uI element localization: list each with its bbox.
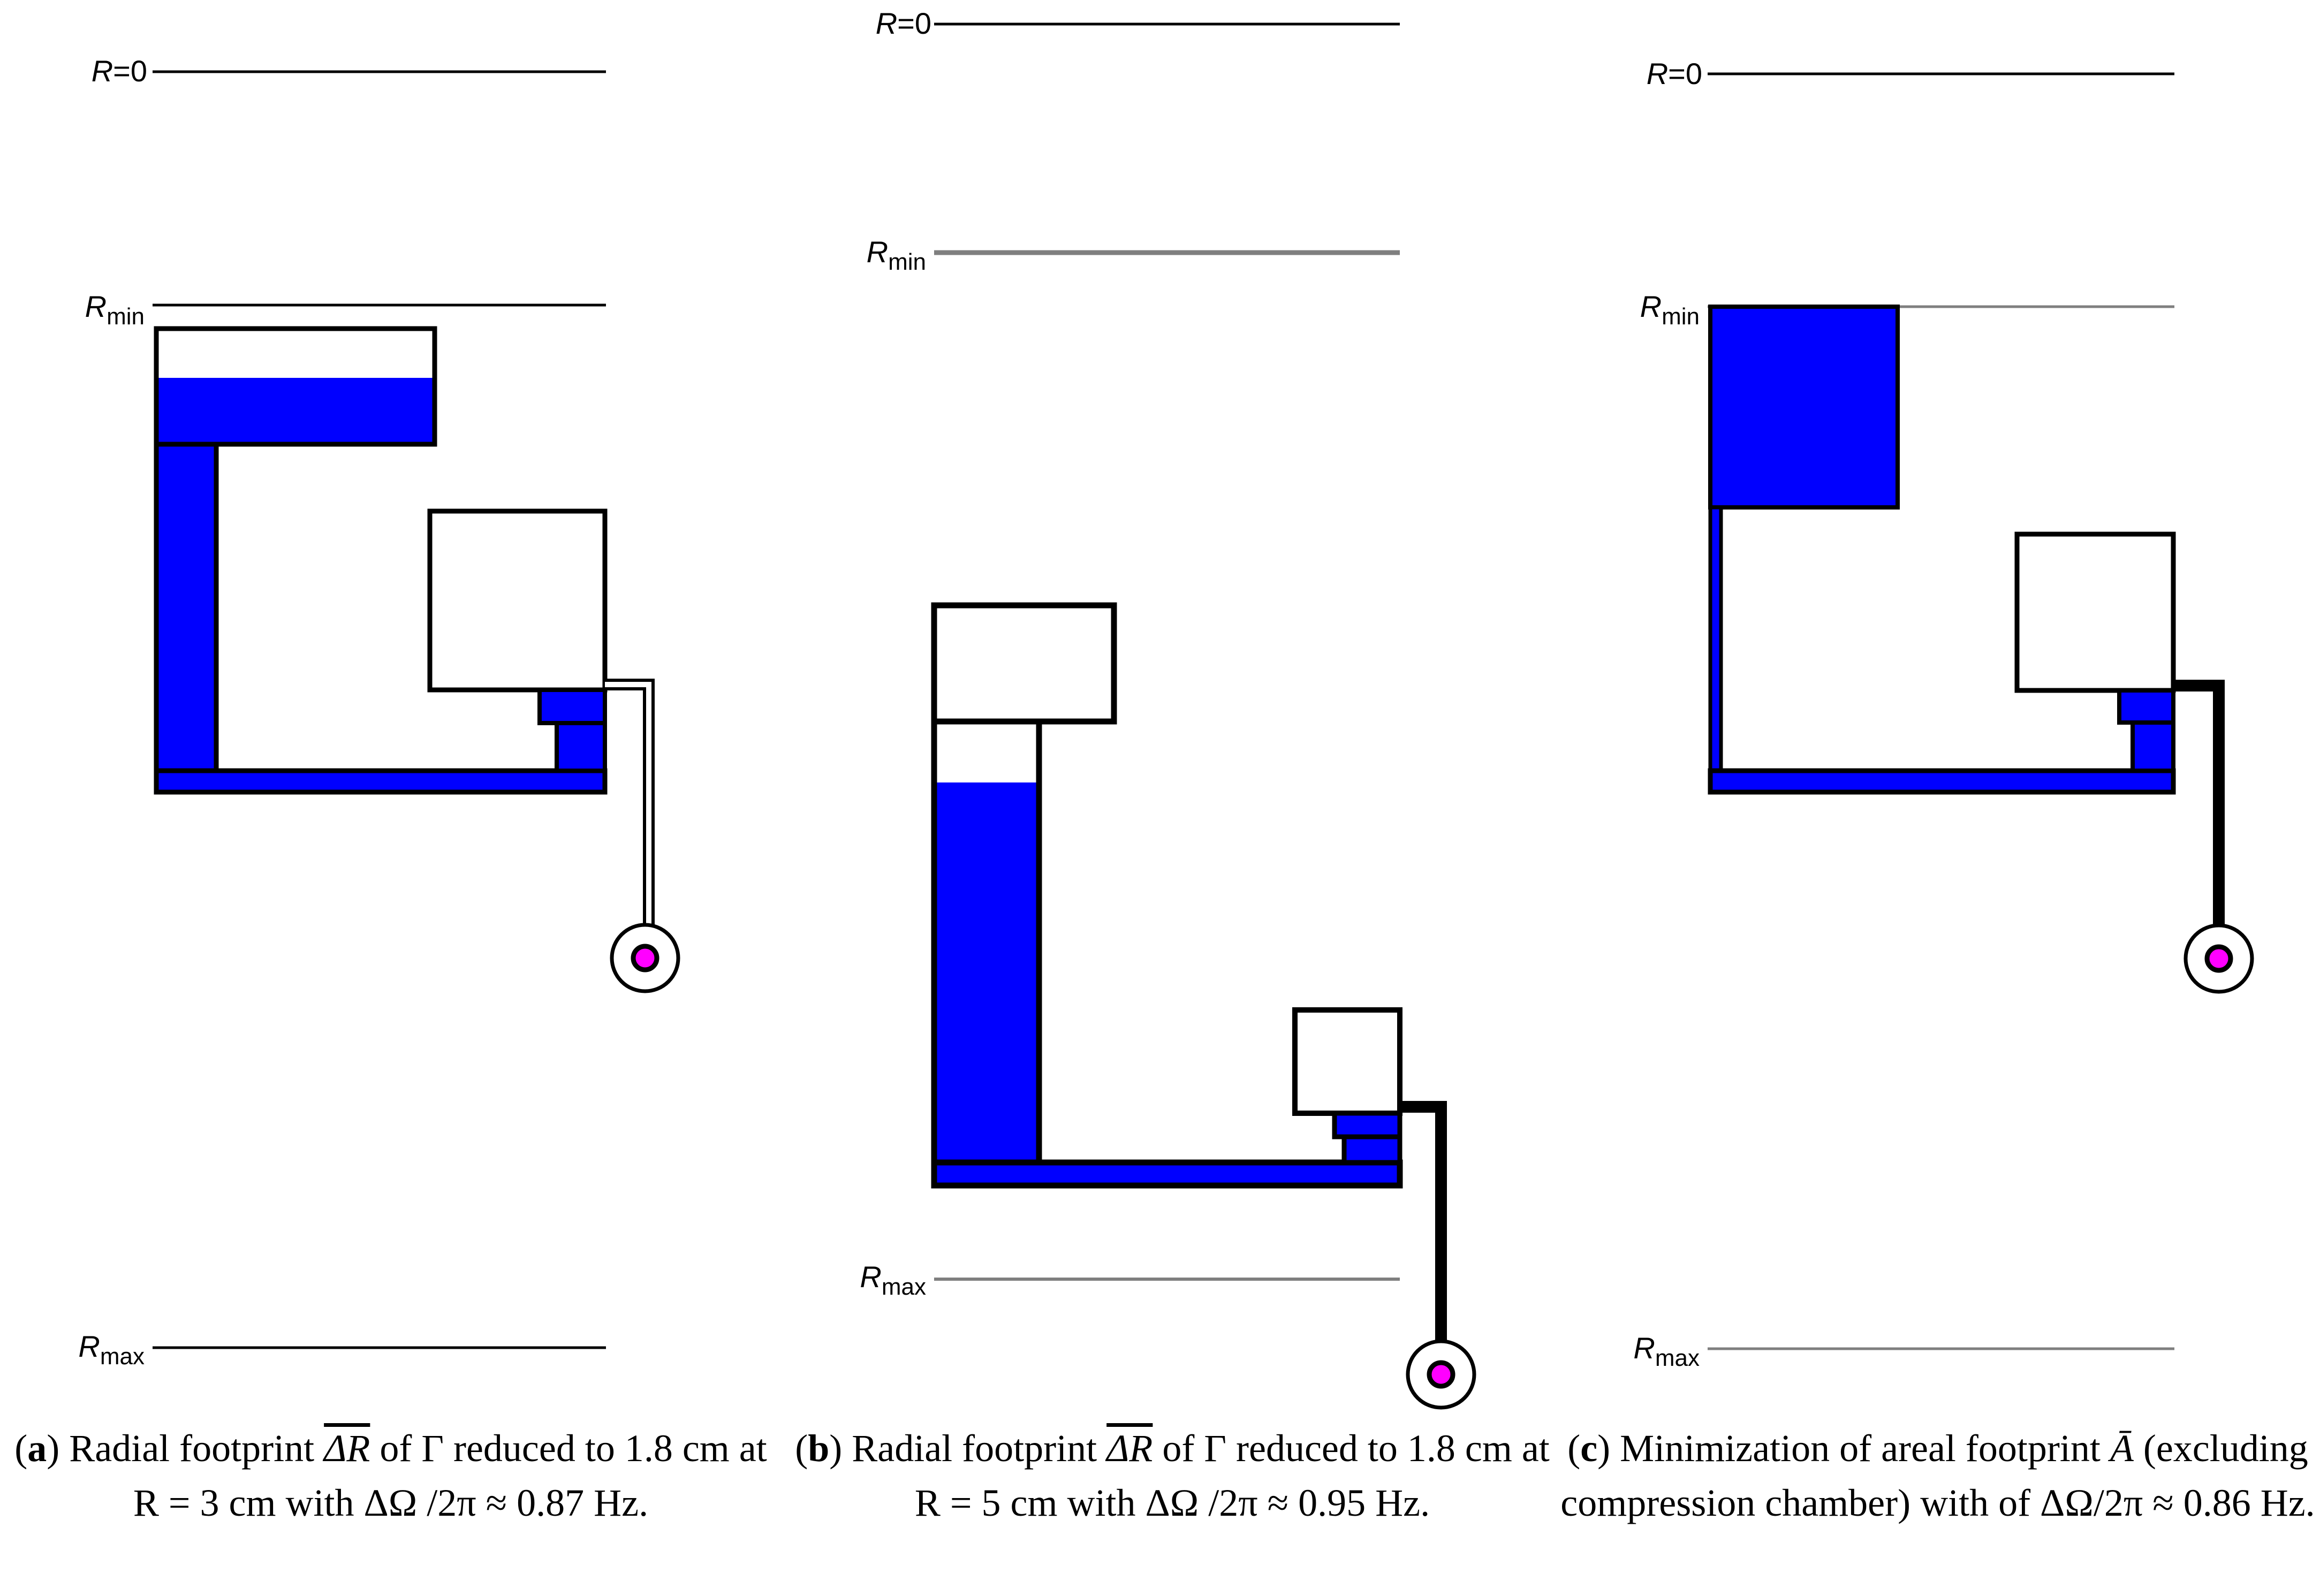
panel-b-valve <box>1332 1111 1402 1165</box>
caption-b: (b) Radial footprint ΔR of Γ reduced to … <box>795 1427 1550 1524</box>
panel-a-vertical-channel <box>154 442 219 773</box>
caption-b-letter: b <box>808 1427 830 1470</box>
svg-text:Rmax: Rmax <box>1633 1331 1700 1371</box>
panel-a-bottom-channel <box>154 768 608 795</box>
caption-a-symbol: ΔR <box>324 1427 370 1470</box>
panel-a-r0-label: R=0 <box>92 54 147 88</box>
caption-b-math: R = 5 cm with ΔΩ /2π ≈ 0.95 Hz. <box>914 1481 1430 1524</box>
caption-b-text2: of Γ reduced to 1.8 cm at <box>1162 1427 1550 1470</box>
caption-a-letter: a <box>27 1427 47 1470</box>
caption-b-text1: Radial footprint <box>852 1427 1097 1470</box>
caption-c-symbol: Ā <box>2110 1427 2134 1470</box>
caption-a-text1: Radial footprint <box>69 1427 315 1470</box>
caption-a: (a) Radial footprint ΔR of Γ reduced to … <box>14 1427 767 1524</box>
panel-c-r0-label: R=0 <box>1647 57 1702 90</box>
panel-b: R=0 Rmin Rmax <box>860 6 1476 1410</box>
panel-b-reservoir <box>931 602 1117 725</box>
panel-b-vertical-channel <box>931 718 1042 1166</box>
caption-c-text1: Minimization of areal footprint <box>1620 1427 2101 1470</box>
svg-text:R=0: R=0 <box>92 54 147 88</box>
panel-b-rmax-label: Rmax <box>860 1260 926 1300</box>
panel-b-compression-chamber <box>1292 1007 1402 1116</box>
svg-text:Rmax: Rmax <box>860 1260 926 1300</box>
panel-a-outlet-tube <box>605 679 655 929</box>
svg-text:R=0: R=0 <box>1647 57 1702 90</box>
caption-c-letter: c <box>1580 1427 1598 1470</box>
caption-c: (c) Minimization of areal footprint Ā (e… <box>1560 1427 2315 1524</box>
svg-text:Rmin: Rmin <box>1640 290 1700 330</box>
panel-c-reservoir <box>1708 305 1900 510</box>
panel-a-compression-chamber <box>427 508 608 693</box>
panel-a-rmin-label: Rmin <box>85 290 145 330</box>
svg-text:Rmin: Rmin <box>85 290 145 330</box>
panel-b-outlet-port <box>1406 1339 1476 1410</box>
caption-a-text2: of Γ reduced to 1.8 cm at <box>380 1427 767 1470</box>
caption-c-math: ΔΩ/2π ≈ 0.86 Hz. <box>2040 1481 2315 1524</box>
svg-text:Rmin: Rmin <box>867 235 926 275</box>
panel-b-r0-label: R=0 <box>876 6 931 40</box>
panel-a-rmax-label: Rmax <box>78 1329 145 1370</box>
panel-c-compression-chamber <box>2014 531 2176 693</box>
caption-c-text2: (excluding compression chamber) with of <box>1560 1427 2308 1524</box>
panel-a: R=0 Rmin Rmax <box>78 54 680 1370</box>
panel-c: R=0 Rmin Rmax <box>1633 57 2254 1371</box>
svg-text:R=0: R=0 <box>876 6 931 40</box>
panel-c-rmin-label: Rmin <box>1640 290 1700 330</box>
caption-a-math: R = 3 cm with ΔΩ /2π ≈ 0.87 Hz. <box>133 1481 649 1524</box>
panel-a-reservoir <box>154 326 437 447</box>
panel-a-valve <box>537 688 607 773</box>
panel-c-valve <box>2117 688 2175 773</box>
panel-c-bottom-channel <box>1708 768 2176 795</box>
panel-a-reservoir-liquid <box>156 378 435 444</box>
panel-c-rmax-label: Rmax <box>1633 1331 1700 1371</box>
panel-c-outlet-tube <box>2173 680 2225 930</box>
panel-a-outlet-port <box>610 923 680 993</box>
panel-c-vertical-channel <box>1708 505 1723 773</box>
panel-b-bottom-channel <box>931 1159 1403 1189</box>
panel-a-reservoir-outline <box>154 326 437 447</box>
svg-text:Rmax: Rmax <box>78 1329 145 1370</box>
panel-b-rmin-label: Rmin <box>867 235 926 275</box>
panel-b-outlet-tube <box>1400 1101 1447 1346</box>
panel-c-outlet-port <box>2183 923 2254 994</box>
caption-b-symbol: ΔR <box>1106 1427 1153 1470</box>
